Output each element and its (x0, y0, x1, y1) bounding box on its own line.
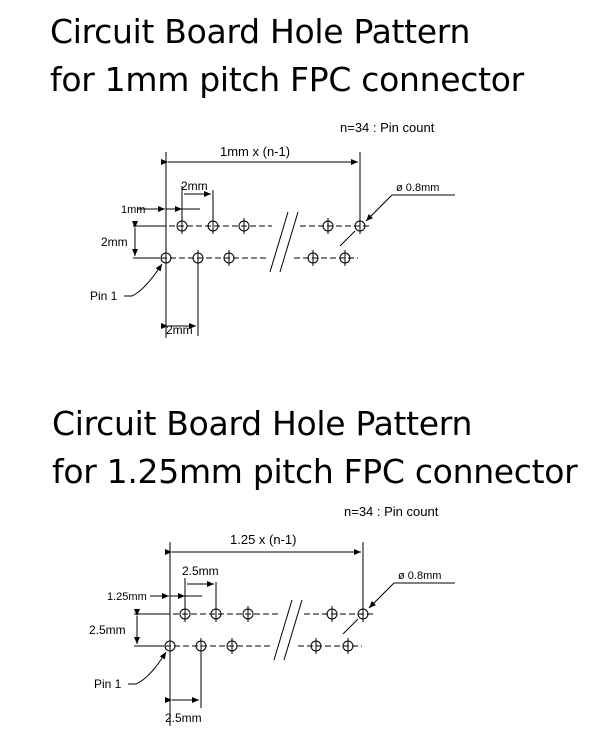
bottom-dim-label: 2.5mm (165, 711, 202, 725)
row-gap-label: 2mm (101, 235, 128, 249)
section1-title-line2: for 1mm pitch FPC connector (50, 60, 524, 99)
overall-dim-label: 1.25 x (n-1) (230, 532, 296, 547)
section1-title-line1: Circuit Board Hole Pattern (50, 12, 471, 51)
hole-diameter-label: ø 0.8mm (396, 182, 439, 194)
bottom-row-holes (164, 638, 354, 654)
overall-dim-label: 1mm x (n-1) (220, 144, 290, 159)
section2-title-line1: Circuit Board Hole Pattern (52, 404, 473, 443)
top-row-holes (176, 218, 366, 234)
section2-title-line2: for 1.25mm pitch FPC connector (52, 452, 578, 491)
offset-label: 1mm (121, 204, 145, 216)
pitch-label: 2.5mm (182, 564, 219, 578)
diagram-1.25mm (128, 542, 455, 726)
pin-count-note: n=34 : Pin count (344, 504, 439, 519)
diagram-1.25mm-labels: n=34 : Pin count 1.25 x (n-1) 2.5mm 1.25… (89, 504, 441, 725)
top-row-holes (179, 606, 369, 622)
pin1-label: Pin 1 (90, 289, 118, 303)
pin1-label: Pin 1 (94, 677, 122, 691)
diagram-1mm-labels: n=34 : Pin count 1mm x (n-1) 2mm 1mm 2mm… (90, 120, 439, 337)
diagram-1mm (124, 152, 455, 338)
bottom-dim-label: 2mm (166, 323, 193, 337)
pin-count-note: n=34 : Pin count (340, 120, 435, 135)
bottom-row-holes (160, 250, 351, 266)
row-gap-label: 2.5mm (89, 623, 126, 637)
hole-diameter-label: ø 0.8mm (398, 570, 441, 582)
offset-label: 1.25mm (107, 591, 147, 603)
pitch-label: 2mm (181, 179, 208, 193)
